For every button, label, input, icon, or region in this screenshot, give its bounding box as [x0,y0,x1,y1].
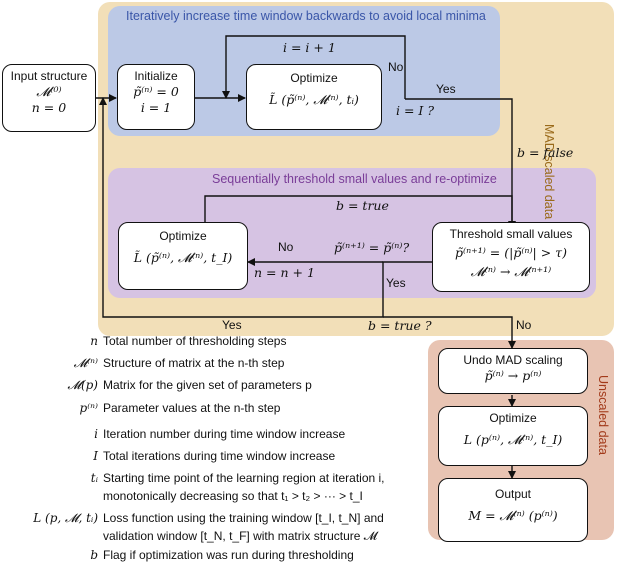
edge-b-true-loop [204,195,513,222]
label-yes-threshold: Yes [386,276,406,290]
legend-description: Matrix for the given set of parameters p [103,378,312,392]
node-math: n = 0 [31,99,67,115]
node-title: Input structure [10,69,88,83]
node-title: Optimize [159,229,207,243]
label-check-i: i = I ? [396,103,435,118]
node-math: p̃⁽ⁿ⁺¹⁾ = (|p̃⁽ⁿ⁾| > τ) [455,245,567,260]
node-title: Optimize [290,71,338,85]
legend-description-continued: monotonically decreasing so that t₁ > t₂… [103,489,363,503]
legend-symbol: b [90,548,98,562]
node-math: p̃⁽ⁿ⁾ → p⁽ⁿ⁾ [484,368,542,383]
edge-no-final [383,316,516,349]
legend-description-continued: validation window [t_N, t_F] with matrix… [103,529,378,543]
legend-description: Starting time point of the learning regi… [103,471,385,485]
node-initialize: Initialize p̃⁽ⁿ⁾ = 0 i = 1 [117,64,195,130]
window-region-label: Iteratively increase time window backwar… [126,9,486,23]
label-i-increment: i = i + 1 [283,40,336,55]
node-math: M = 𝓜⁽ⁿ⁾ (p⁽ⁿ⁾) [468,508,558,523]
legend-symbol: tᵢ [90,471,98,485]
node-math: p̃⁽ⁿ⁾ = 0 [133,84,179,99]
node-input-structure: Input structure 𝓜⁽⁰⁾ n = 0 [2,64,96,132]
node-threshold-small-values: Threshold small values p̃⁽ⁿ⁺¹⁾ = (|p̃⁽ⁿ⁾… [432,222,590,292]
node-optimize-final: Optimize L (p⁽ⁿ⁾, 𝓜⁽ⁿ⁾, t_I) [438,406,588,466]
node-title: Threshold small values [449,227,573,241]
legend-description: Parameter values at the n-th step [103,401,281,415]
legend-description: Iteration number during time window incr… [103,427,346,441]
legend: n Total number of thresholding steps 𝓜⁽ⁿ… [0,334,420,564]
node-math: i = 1 [140,99,172,115]
label-no-final: No [516,318,532,332]
label-b-true-set: b = true [336,198,389,213]
node-math: 𝓜⁽ⁿ⁾ → 𝓜⁽ⁿ⁺¹⁾ [470,263,552,279]
node-optimize-window: Optimize L̃ (p̃⁽ⁿ⁾, 𝓜⁽ⁿ⁾, tᵢ) [246,64,382,130]
edge-loop-i [222,35,406,99]
label-check-p: p̃⁽ⁿ⁺¹⁾ = p̃⁽ⁿ⁾? [334,240,410,255]
label-no-window: No [388,60,404,74]
legend-symbol: p⁽ⁿ⁾ [79,401,98,415]
node-title: Output [494,487,532,501]
threshold-region-label: Sequentially threshold small values and … [212,172,497,186]
node-math: 𝓜⁽⁰⁾ [36,84,62,99]
node-math: L̃ (p̃⁽ⁿ⁾, 𝓜⁽ⁿ⁾, t_I) [133,250,233,265]
legend-symbol: 𝓜(p) [67,378,99,392]
node-title: Undo MAD scaling [463,353,563,367]
node-title: Initialize [134,69,178,83]
node-math: L (p⁽ⁿ⁾, 𝓜⁽ⁿ⁾, t_I) [463,432,563,447]
node-optimize-threshold: Optimize L̃ (p̃⁽ⁿ⁾, 𝓜⁽ⁿ⁾, t_I) [118,222,248,290]
legend-symbol: n [90,334,98,348]
label-no-threshold: No [278,240,294,254]
legend-symbol: I [93,449,98,463]
label-yes-window: Yes [436,82,456,96]
edge-yes-down [405,98,516,229]
legend-description: Total iterations during time window incr… [103,449,336,463]
legend-description: Total number of thresholding steps [103,334,287,348]
label-b-false: b = false [517,145,574,160]
label-n-increment: n = n + 1 [254,265,315,280]
legend-description: Structure of matrix at the n-th step [103,356,285,370]
node-title: Optimize [489,411,537,425]
label-yes-final: Yes [222,318,242,332]
legend-description: Loss function using the training window … [103,511,384,525]
legend-description: Flag if optimization was run during thre… [103,548,354,562]
node-undo-mad-scaling: Undo MAD scaling p̃⁽ⁿ⁾ → p⁽ⁿ⁾ [438,348,588,394]
legend-symbol: i [94,427,98,441]
label-check-b: b = true ? [368,318,432,333]
legend-symbol: 𝓜⁽ⁿ⁾ [73,356,98,370]
node-output: Output M = 𝓜⁽ⁿ⁾ (p⁽ⁿ⁾) [438,478,588,542]
legend-symbol: L (p, 𝓜, tᵢ) [33,511,98,525]
node-math: L̃ (p̃⁽ⁿ⁾, 𝓜⁽ⁿ⁾, tᵢ) [269,92,359,107]
